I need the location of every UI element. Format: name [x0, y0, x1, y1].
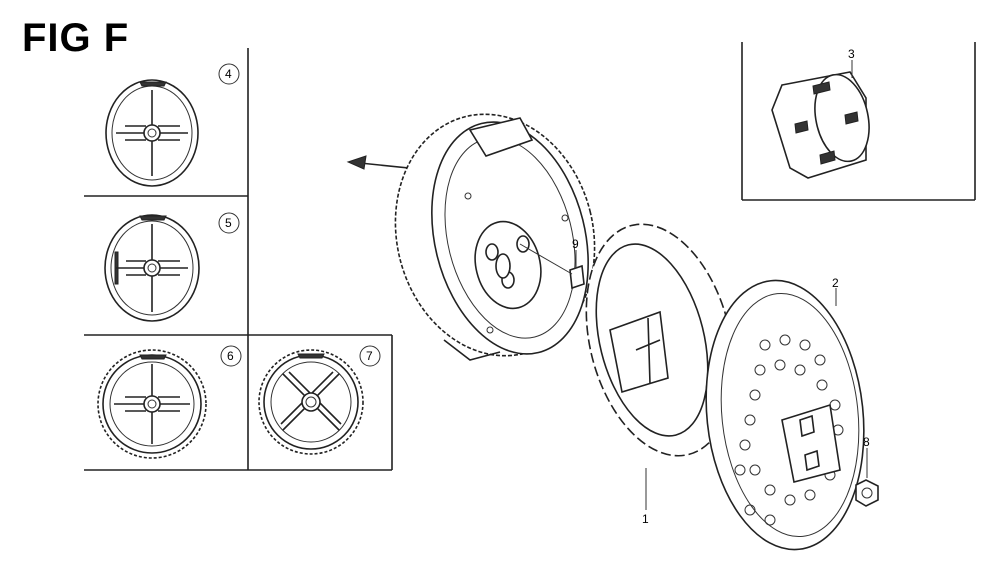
- callout-5: 5: [225, 216, 232, 230]
- starter-pulley-part-3: [771, 60, 870, 179]
- callout-1: 1: [642, 512, 649, 526]
- flywheel-variant-4: [105, 63, 240, 187]
- figure-title: FIG F: [22, 16, 130, 60]
- callout-3: 3: [848, 47, 855, 61]
- nut-part-8: [855, 448, 879, 507]
- callout-9: 9: [572, 237, 579, 251]
- cooling-fan-part-1: [585, 223, 735, 510]
- flywheel-main: [394, 113, 596, 361]
- callout-6: 6: [227, 349, 234, 363]
- callout-2: 2: [832, 276, 839, 290]
- flywheel-variant-5: [104, 212, 240, 322]
- flywheel-variant-6: [97, 345, 242, 459]
- variant-panel-grid: [84, 48, 393, 471]
- callout-4: 4: [225, 67, 232, 81]
- callout-7: 7: [366, 349, 373, 363]
- part-3-box: [741, 42, 976, 201]
- fan-cover-part-2: [705, 279, 865, 551]
- callout-labels: 1 2 3 4 5 6 7 8 9: [225, 47, 870, 526]
- key-part-9: [519, 243, 585, 290]
- callout-8: 8: [863, 435, 870, 449]
- flywheel-variant-7: [258, 345, 381, 455]
